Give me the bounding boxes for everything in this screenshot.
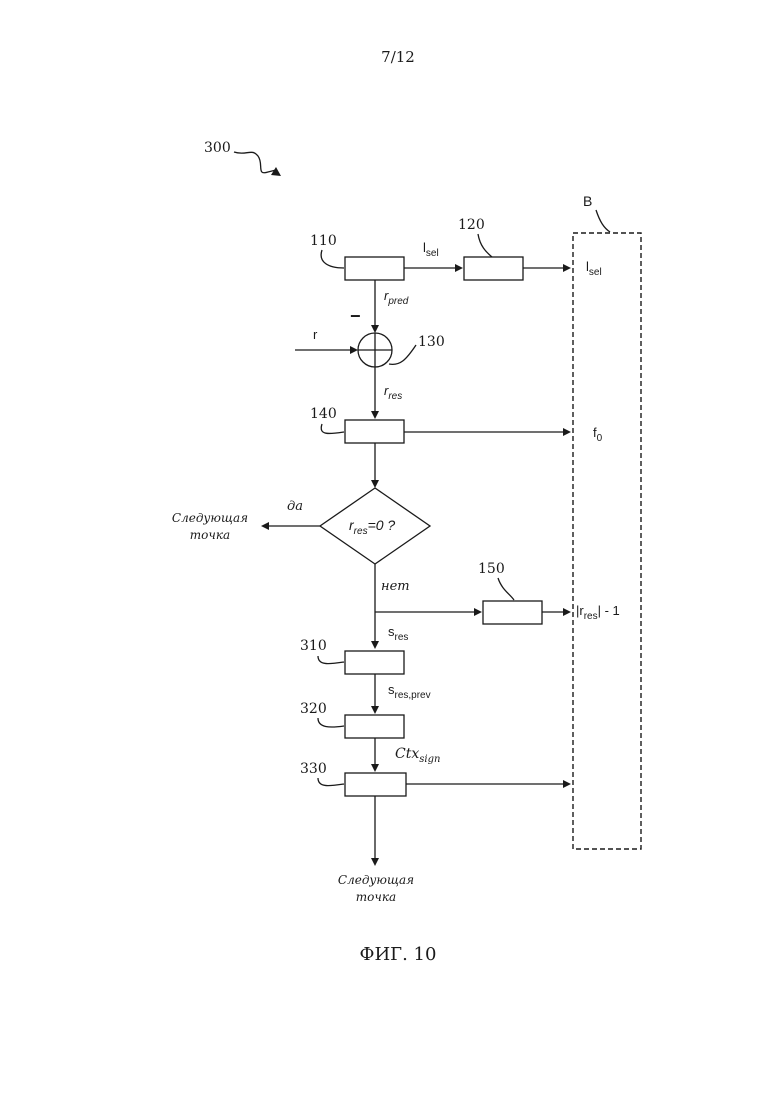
ref-label-120: 120 — [458, 217, 485, 233]
ref-330-leader — [318, 778, 344, 786]
label-l-sel: lsel — [423, 240, 439, 259]
block-110 — [345, 257, 404, 280]
ref-label-110: 110 — [310, 233, 337, 249]
label-yes: да — [287, 499, 303, 514]
arrowhead-to-decision — [371, 480, 379, 488]
arrowhead-next-point — [371, 858, 379, 866]
arrowhead-r-input — [350, 346, 358, 354]
block-120 — [464, 257, 523, 280]
block-320 — [345, 715, 404, 738]
ref-110-leader — [321, 250, 344, 268]
output-label-l-sel: lsel — [586, 259, 602, 278]
block-150 — [483, 601, 542, 624]
arrowhead-yes — [261, 522, 269, 530]
next-point-side-line1: Следующая — [172, 511, 248, 525]
label-s-res-prev: sres,prev — [388, 682, 431, 701]
output-label-f0: f0 — [593, 425, 603, 444]
arrowhead-to-120 — [455, 264, 463, 272]
ref-label-140: 140 — [310, 406, 337, 422]
arrowhead-output-lsel — [563, 264, 571, 272]
block-140 — [345, 420, 404, 443]
ref-label-310: 310 — [300, 638, 327, 654]
next-point-bottom-line2: точка — [356, 890, 396, 904]
ref-300-squiggle — [234, 152, 276, 173]
block-310 — [345, 651, 404, 674]
arrowhead-to-140 — [371, 411, 379, 419]
ref-150-leader — [498, 578, 514, 600]
ref-label-330: 330 — [300, 761, 327, 777]
label-s-res: sres — [388, 624, 408, 643]
arrowhead-to-320 — [371, 706, 379, 714]
output-label-rres: |rres| - 1 — [576, 603, 620, 622]
ref-320-leader — [318, 718, 344, 727]
arrowhead-to-330 — [371, 764, 379, 772]
page-number: 7/12 — [381, 48, 415, 66]
arrowhead-to-adder — [371, 325, 379, 333]
ref-310-leader — [318, 656, 344, 664]
ref-label-b: B — [583, 193, 592, 209]
block-330 — [345, 773, 406, 796]
output-block-b — [573, 233, 641, 849]
ref-label-300: 300 — [204, 140, 231, 156]
arrowhead-output-ctx — [563, 780, 571, 788]
minus-sign: − — [350, 306, 361, 326]
arrowhead-output-rres — [563, 608, 571, 616]
ref-140-leader — [321, 424, 344, 434]
ref-label-150: 150 — [478, 561, 505, 577]
arrowhead-to-150 — [474, 608, 482, 616]
ref-120-leader — [478, 234, 492, 257]
next-point-bottom-line1: Следующая — [338, 873, 414, 887]
label-r-pred: rpred — [384, 288, 409, 307]
label-no: нет — [381, 579, 410, 594]
label-r-input: r — [313, 327, 318, 342]
next-point-side-line2: точка — [190, 528, 230, 542]
arrowhead-to-310 — [371, 641, 379, 649]
figure-caption: ФИГ. 10 — [360, 944, 437, 965]
label-r-res: rres — [384, 383, 402, 402]
label-ctx-sign: Ctxsign — [395, 746, 440, 765]
arrowhead-output-f0 — [563, 428, 571, 436]
ref-130-leader — [389, 345, 416, 364]
ref-label-320: 320 — [300, 701, 327, 717]
ref-label-130: 130 — [418, 334, 445, 350]
ref-b-leader — [596, 210, 610, 232]
